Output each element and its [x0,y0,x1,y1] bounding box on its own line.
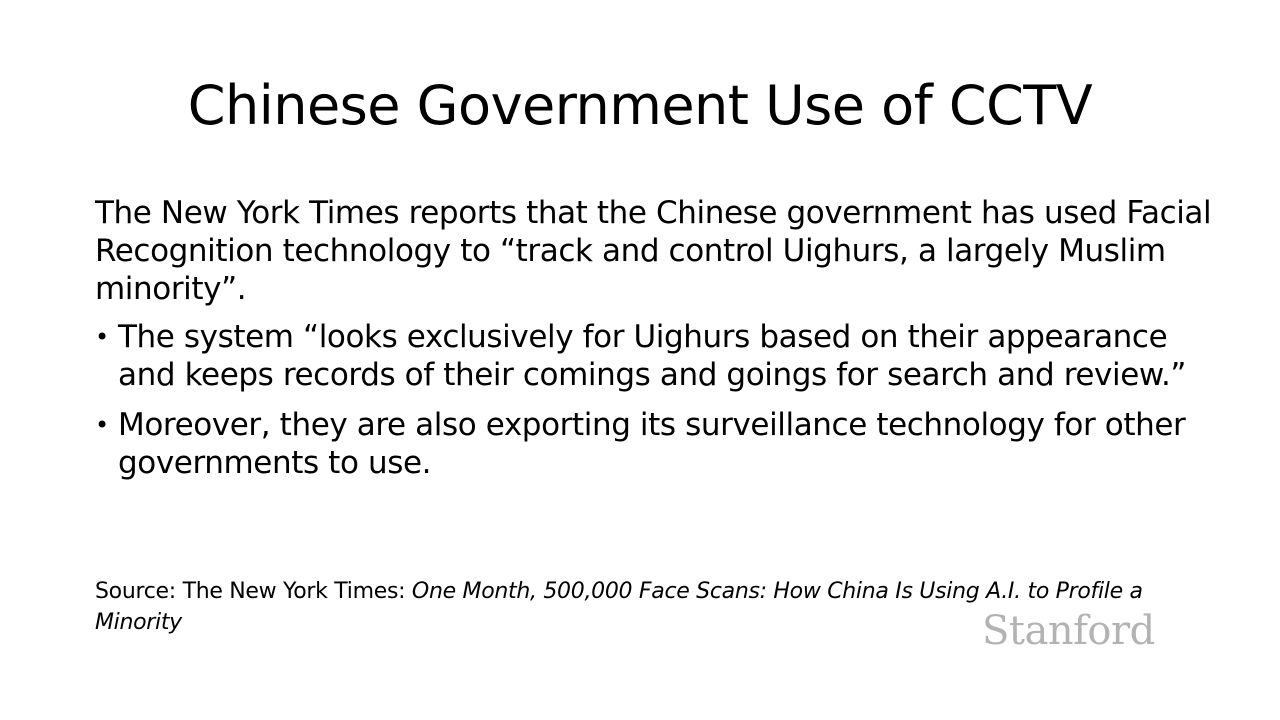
bullet-text: The system “looks exclusively for Uighur… [118,319,1187,393]
bullet-item: • The system “looks exclusively for Uigh… [95,318,1215,394]
source-citation: Source: The New York Times: One Month, 5… [95,576,1195,638]
bullet-marker: • [95,411,109,439]
bullet-text: Moreover, they are also exporting its su… [118,407,1186,481]
stanford-logo: Stanford [982,608,1155,654]
source-prefix: Source: The New York Times: [95,579,412,604]
source-title: One Month, 500,000 Face Scans: How China… [95,579,1143,635]
intro-paragraph: The New York Times reports that the Chin… [95,195,1212,307]
bullet-item: • Moreover, they are also exporting its … [95,406,1215,482]
slide-title: Chinese Government Use of CCTV [187,74,1093,137]
bullet-list: • The system “looks exclusively for Uigh… [95,318,1215,494]
bullet-marker: • [95,323,109,351]
